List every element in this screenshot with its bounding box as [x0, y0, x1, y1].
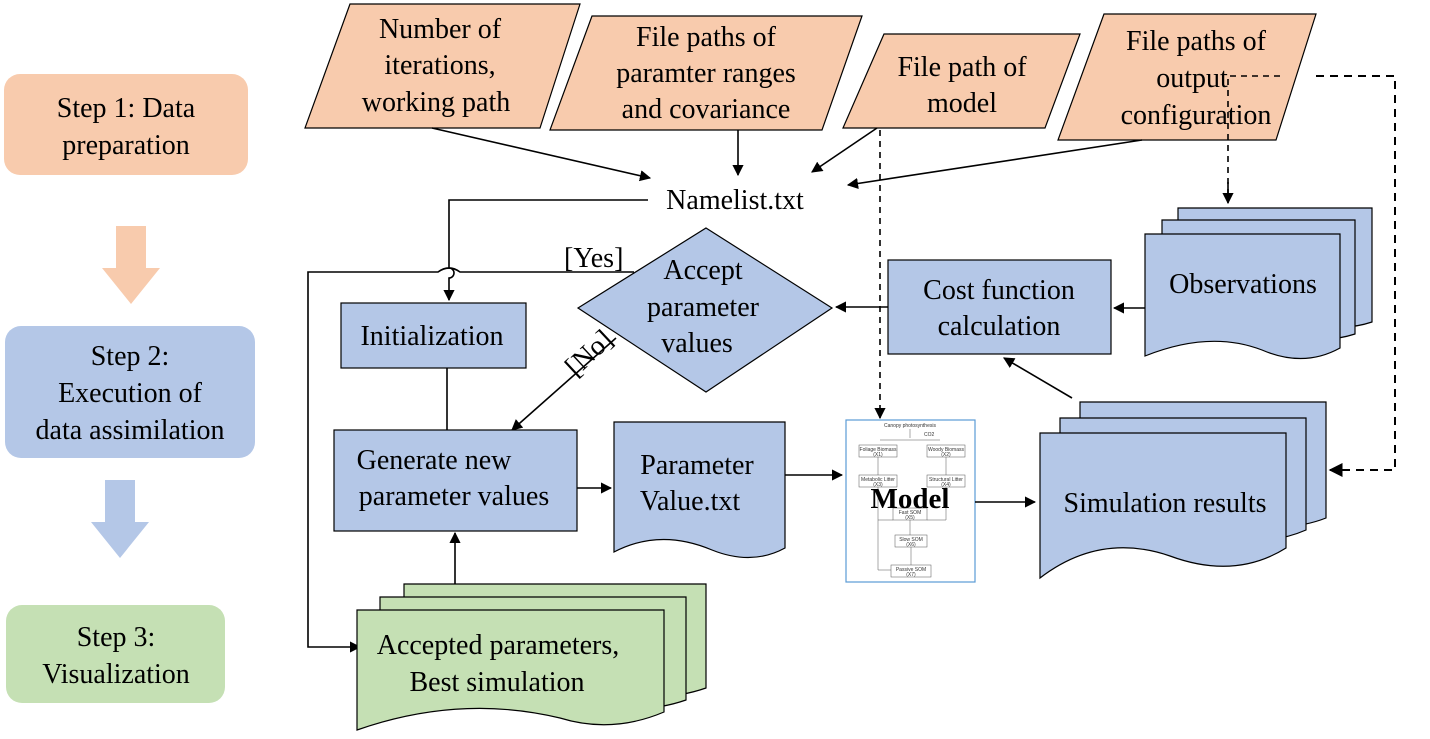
input-iterations-line1: Number of — [379, 14, 502, 45]
cost-function-line1: Cost function — [923, 275, 1075, 306]
input-param-ranges — [549, 15, 863, 131]
model-thumb-box3: Metabolic Litter — [861, 477, 895, 483]
input-output-config — [1057, 13, 1317, 141]
step2-line2: Execution of — [58, 378, 203, 409]
input-iterations-line2: iterations, — [384, 50, 495, 81]
input-output-config-line1: File paths of — [1126, 26, 1267, 57]
dashed-config-to-simulation — [1316, 75, 1396, 477]
input-iterations — [304, 3, 581, 129]
model-thumb-box6-sub: (X6) — [906, 542, 916, 548]
step3-line2: Visualization — [42, 659, 190, 690]
step1-line2: preparation — [62, 130, 190, 161]
model-thumb-box4-sub: (X4) — [941, 482, 951, 488]
simulation-page1 — [1039, 432, 1287, 580]
model-thumb-box2-sub: (X2) — [941, 452, 951, 458]
input-model-path — [842, 33, 1081, 129]
model-thumb-box5-sub: (X5) — [905, 515, 915, 521]
step1-box — [4, 74, 248, 175]
decision-line2: parameter — [647, 292, 760, 323]
model-thumb-title: Canopy photosynthesis — [884, 423, 936, 429]
model-label: Model — [871, 483, 950, 515]
model-thumb-box6: Slow SOM — [899, 537, 923, 543]
generate-line2: parameter values — [359, 481, 549, 512]
simulation-label: Simulation results — [1064, 488, 1267, 519]
model-thumb-co2: CO2 — [924, 432, 935, 438]
step3-line1: Step 3: — [77, 622, 156, 653]
accepted-line1: Accepted parameters, — [377, 630, 620, 661]
cost-function-box — [887, 259, 1112, 355]
generate-box — [333, 429, 578, 532]
cost-function-line2: calculation — [938, 311, 1061, 342]
arrow-model-to-namelist — [811, 127, 878, 173]
arrow-config-to-namelist — [846, 139, 1143, 190]
input-iterations-line3: working path — [362, 87, 511, 118]
step1-line1: Step 1: Data — [57, 93, 196, 124]
model-thumb-box5: Fast SOM — [899, 510, 922, 516]
no-label: [No] — [559, 324, 619, 383]
input-model-path-line2: model — [927, 88, 997, 119]
param-value-line2: Value.txt — [640, 486, 741, 517]
yes-label: [Yes] — [564, 243, 623, 274]
step1-to-step2-arrow — [102, 226, 160, 304]
model-thumb-box7: Passive SOM — [896, 567, 926, 573]
step2-line3: data assimilation — [36, 415, 225, 446]
param-value-line1: Parameter — [640, 450, 754, 481]
arrow-simulation-to-cost — [1003, 357, 1073, 399]
step2-to-step3-arrow — [91, 480, 149, 558]
input-param-ranges-line1: File paths of — [636, 22, 777, 53]
input-output-config-line3: configuration — [1121, 100, 1272, 131]
input-model-path-line1: File path of — [897, 52, 1027, 83]
step2-box — [5, 326, 255, 458]
decision-line1: Accept — [663, 255, 743, 286]
yes-path — [307, 267, 634, 653]
accepted-page1 — [356, 609, 665, 731]
accepted-line2: Best simulation — [410, 667, 585, 698]
model-thumb-box7-sub: (X7) — [906, 572, 916, 578]
model-thumb-box1: Foliage Biomass — [860, 447, 897, 453]
step3-box — [6, 605, 225, 703]
param-value-doc — [613, 421, 786, 559]
initialization-box — [340, 302, 527, 369]
input-param-ranges-line2: paramter ranges — [616, 58, 796, 89]
model-schematic: Canopy photosynthesis CO2 Foliage Biomas… — [858, 423, 966, 578]
decision-line3: values — [661, 328, 733, 359]
generate-line1: Generate new — [357, 445, 512, 476]
dashed-config-to-observations — [1227, 75, 1280, 200]
initialization-label: Initialization — [360, 321, 503, 352]
model-thumb-box3-sub: (X3) — [873, 482, 883, 488]
model-thumb-box4: Structural Litter — [929, 477, 963, 483]
namelist-file: Namelist.txt — [666, 185, 804, 216]
arrow-iter-to-namelist — [431, 127, 652, 182]
observations-page1 — [1144, 233, 1341, 360]
model-thumb-box2: Woody Biomass — [928, 447, 965, 453]
input-output-config-line2: output — [1156, 63, 1228, 94]
step2-line1: Step 2: — [91, 341, 170, 372]
observations-label: Observations — [1169, 269, 1317, 300]
model-thumb-box1-sub: (X1) — [873, 452, 883, 458]
input-param-ranges-line3: and covariance — [622, 94, 791, 125]
decision-diamond — [576, 227, 834, 393]
no-path — [511, 337, 617, 431]
